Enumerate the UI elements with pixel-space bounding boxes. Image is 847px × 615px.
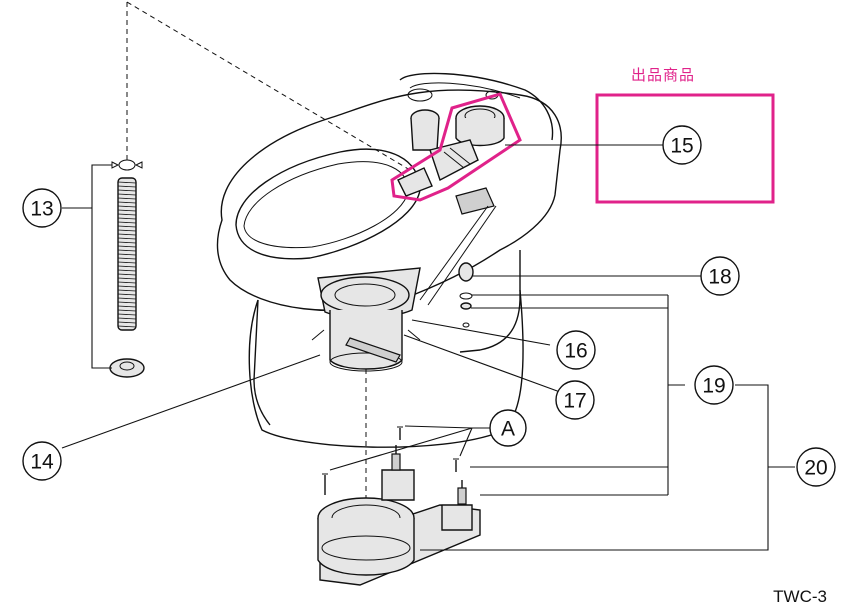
hose-ribs <box>117 181 137 328</box>
callout-16-label: 16 <box>564 340 587 363</box>
callout-13-label: 13 <box>30 198 53 221</box>
callout-20: 20 <box>796 447 836 487</box>
callout-a: A <box>489 409 527 447</box>
highlight-box <box>595 93 775 204</box>
leader-13 <box>62 164 112 369</box>
callout-15-label: 15 <box>670 135 693 158</box>
callout-16: 16 <box>556 330 596 370</box>
callout-14-label: 14 <box>30 451 54 474</box>
supply-hose <box>109 159 145 378</box>
leader-lines <box>61 275 795 551</box>
toilet-bowl-shell <box>216 72 562 353</box>
callout-14: 14 <box>22 441 62 481</box>
highlight-label: 出品商品 <box>631 66 696 84</box>
floor-flange <box>317 426 481 586</box>
callout-a-label: A <box>501 418 515 441</box>
callout-19: 19 <box>694 365 734 405</box>
toilet-pedestal <box>248 289 524 448</box>
callout-18-label: 18 <box>708 266 731 289</box>
drawing-code: TWC-3 <box>773 587 827 606</box>
body-fasteners <box>458 262 474 328</box>
callout-20-label: 20 <box>804 457 827 480</box>
outlet-horn <box>311 267 421 372</box>
callout-15: 15 <box>662 125 702 165</box>
callout-19-label: 19 <box>702 375 725 398</box>
callout-13: 13 <box>22 188 62 228</box>
callout-18: 18 <box>700 256 740 296</box>
flush-bracket <box>419 187 497 306</box>
callout-17-label: 17 <box>563 390 586 413</box>
callout-17: 17 <box>555 380 595 420</box>
tank-fitting <box>397 105 505 197</box>
highlight-outline <box>390 92 522 202</box>
